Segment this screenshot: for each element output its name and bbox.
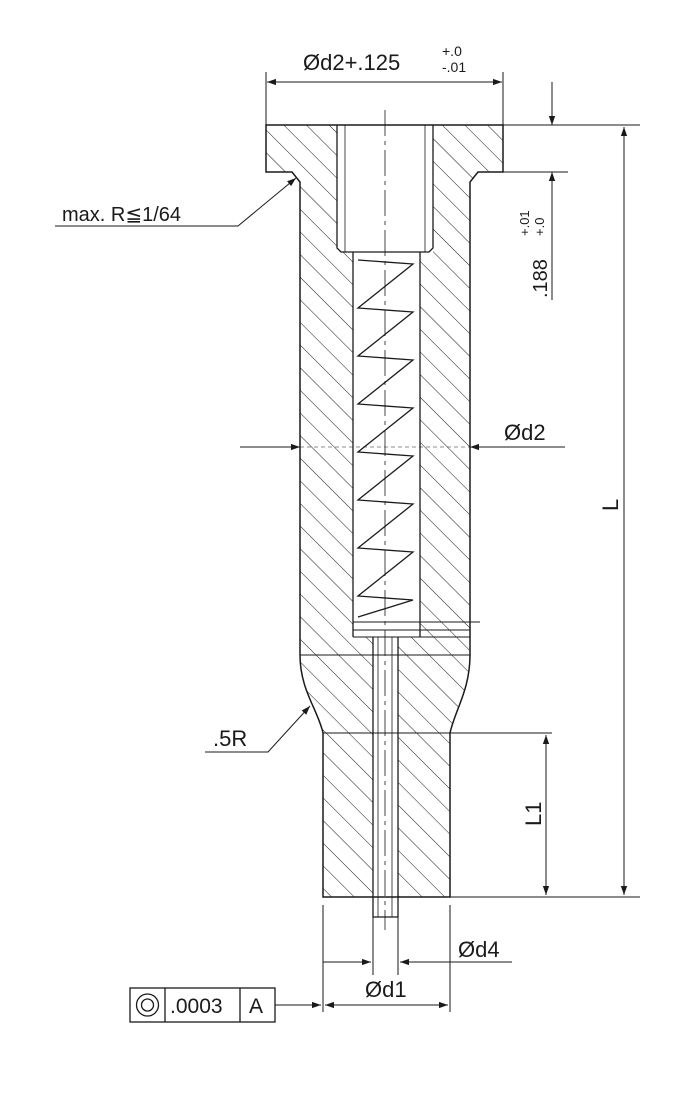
head-height-label: .188 [530, 259, 552, 298]
tip-diameter-dimension: Ød1 [322, 905, 451, 1012]
overall-length-label: L [598, 499, 623, 511]
top-tol-lower: -.01 [442, 59, 466, 75]
neck-radius-label: .5R [213, 726, 247, 751]
fcf-tolerance: .0003 [170, 995, 223, 1018]
head-tol-upper: +.01 [517, 210, 532, 236]
tip-length-label: L1 [521, 802, 546, 826]
pin-diameter-dimension: Ød4 [323, 917, 512, 975]
max-radius-leader: max. R≦1/64 [55, 177, 297, 227]
top-tol-upper: +.0 [442, 43, 462, 59]
top-diameter-label: Ød2+.125 [303, 50, 400, 75]
feature-control-frame: .0003 A [129, 987, 321, 1023]
tip-diameter-label: Ød1 [365, 977, 407, 1002]
pin-diameter-label: Ød4 [458, 937, 500, 962]
fcf-datum: A [249, 995, 263, 1018]
part-section [265, 110, 504, 930]
max-radius-label: max. R≦1/64 [62, 204, 181, 226]
overall-length-dimension: L [450, 127, 640, 898]
concentricity-icon [135, 993, 160, 1017]
head-tol-lower: +.0 [532, 218, 547, 236]
neck-radius-leader: .5R [205, 705, 311, 753]
bore-diameter-label: Ød2 [504, 420, 546, 445]
bore-diameter-dimension: Ød2 [240, 420, 565, 451]
head-height-dimension: .188 +.01 +.0 [503, 82, 640, 300]
tip-length-dimension: L1 [450, 732, 552, 895]
top-diameter-dimension: Ød2+.125 +.0 -.01 [265, 43, 504, 125]
